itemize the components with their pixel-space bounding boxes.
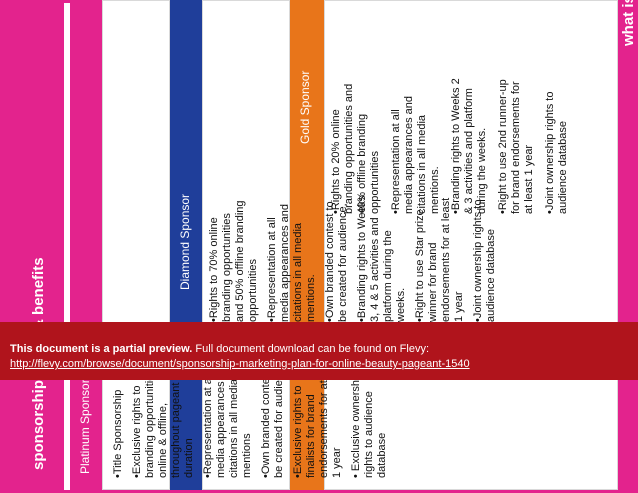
platinum-benefit-line: database bbox=[376, 432, 388, 478]
gold-benefit-line: opportunities bbox=[369, 151, 381, 214]
diamond-header bbox=[170, 0, 202, 490]
gold-header bbox=[290, 0, 324, 490]
diamond-benefit-line: •Branding rights to Weeks bbox=[356, 195, 368, 322]
diamond-benefit-line: citations in all media bbox=[292, 222, 304, 322]
frame-right bbox=[618, 0, 638, 493]
platinum-benefit-line: •Exclusive rights to bbox=[131, 385, 143, 479]
gold-benefit-line: & 3 activities and platform bbox=[463, 88, 475, 214]
gold-benefit-line: mentions. bbox=[429, 166, 441, 214]
gold-benefit-line: •Rights to 20% online bbox=[330, 109, 342, 214]
diamond-header-label: Diamond Sponsor bbox=[178, 193, 192, 290]
gold-header-label: Gold Sponsor bbox=[298, 70, 312, 144]
diamond-benefit-line: audience database bbox=[485, 229, 497, 322]
diamond-benefit-line: •Own branded contest to bbox=[324, 201, 336, 322]
gold-benefit-line: •Branding rights to Weeks 2 bbox=[450, 78, 462, 214]
platinum-benefit-line: • Exclusive ownership bbox=[350, 371, 362, 478]
diamond-benefit-line: 3, 4 & 5 activities and bbox=[369, 217, 381, 322]
diamond-benefit-line: •Rights to 70% online bbox=[208, 217, 220, 322]
gold-benefit-line: for brand endorsements for bbox=[510, 81, 522, 214]
diamond-benefit-line: •Representation at all bbox=[266, 217, 278, 322]
title-band bbox=[18, 0, 64, 493]
diamond-benefit-line: be created for audience. bbox=[337, 203, 349, 322]
platinum-header-label: Platinum Sponsor bbox=[78, 379, 92, 474]
preview-banner: This document is a partial preview. Full… bbox=[0, 322, 638, 380]
banner-notice-bold: This document is a partial preview. bbox=[10, 343, 193, 355]
gold-benefit-line: branding opportunities and bbox=[343, 83, 355, 214]
banner-notice-rest: Full document download can be found on F… bbox=[192, 343, 430, 355]
platinum-column bbox=[102, 0, 170, 490]
gold-benefit-line: •Right to use 2nd runner-up bbox=[497, 79, 509, 214]
gold-benefit-line: audience database bbox=[557, 121, 569, 214]
diamond-benefit-line: mentions. bbox=[305, 274, 317, 322]
diamond-benefit-line: •Joint ownership rights to bbox=[472, 199, 484, 322]
platinum-header bbox=[70, 0, 102, 490]
platinum-benefit-line: branding opportunities bbox=[144, 369, 156, 478]
gold-benefit-3: •Branding rights to Weeks 2& 3 activitie… bbox=[450, 78, 489, 214]
gold-benefit-line: at least 1 year bbox=[523, 144, 535, 214]
gold-benefit-line: •Representation at all bbox=[390, 109, 402, 214]
diamond-benefit-line: opportunities bbox=[247, 259, 259, 322]
gold-benefit-line: citations in all media bbox=[416, 114, 428, 214]
gold-benefit-line: media appearances and bbox=[403, 95, 415, 214]
frame-left bbox=[0, 0, 18, 493]
gold-column bbox=[324, 0, 618, 490]
platinum-benefit-line: throughout pageant bbox=[170, 382, 182, 478]
frame-bottom bbox=[18, 490, 618, 493]
diamond-column bbox=[202, 0, 290, 490]
platinum-benefit-1: •Title Sponsorship bbox=[112, 390, 125, 478]
diamond-benefit-line: and 50% offline branding bbox=[234, 200, 246, 322]
diamond-benefit-line: weeks. bbox=[395, 287, 407, 322]
platinum-benefit-line: duration bbox=[183, 438, 195, 478]
corner-title: what is in it bbox=[620, 0, 637, 46]
platinum-benefit-line: rights to audience bbox=[363, 391, 375, 478]
platinum-benefit-line: online & offline, bbox=[157, 402, 169, 478]
gold-benefit-line: •Joint ownership rights to bbox=[544, 91, 556, 214]
flevy-document-link[interactable]: http://flevy.com/browse/document/sponsor… bbox=[10, 358, 470, 370]
diamond-benefit-line: platform during the bbox=[382, 230, 394, 322]
diamond-benefit-line: branding opportunities bbox=[221, 213, 233, 322]
diamond-benefit-line: •Right to use Star prize bbox=[414, 209, 426, 322]
platinum-benefit-line: •Title Sponsorship bbox=[112, 389, 124, 478]
diamond-benefit-line: winner for brand bbox=[427, 242, 439, 323]
diamond-benefit-line: 1 year bbox=[453, 291, 465, 322]
gold-benefit-line: during the weeks. bbox=[476, 127, 488, 214]
gold-benefit-line: 40% offline branding bbox=[356, 113, 368, 214]
diamond-benefit-line: endorsements for at least bbox=[440, 197, 452, 322]
diamond-benefit-line: media appearances and bbox=[279, 203, 291, 322]
